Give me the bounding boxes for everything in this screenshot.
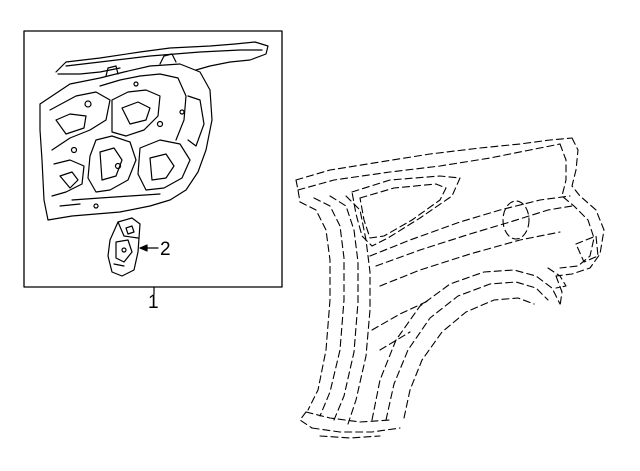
part-group-frame [23,30,283,288]
bracket-drawing [107,217,141,277]
callout-label-1: 1 [148,292,159,313]
callout-2-arrowhead [139,244,148,252]
callout-label-2: 2 [160,239,171,260]
inner-quarter-panel-drawing [39,41,269,221]
quarter-panel-dashed-outline [295,137,605,439]
